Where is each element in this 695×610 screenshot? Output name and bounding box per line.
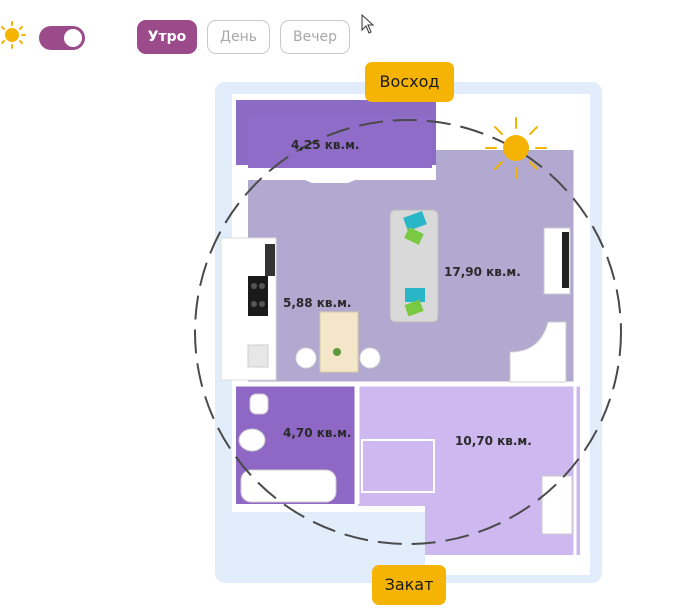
room-area-label: 4,25 кв.м. bbox=[291, 138, 360, 152]
sun-icon bbox=[1, 21, 26, 49]
room-area-label: 17,90 кв.м. bbox=[444, 265, 521, 279]
room-bedroom[interactable] bbox=[358, 386, 580, 555]
washbasin bbox=[249, 393, 269, 415]
sunrise-badge: Восход bbox=[365, 62, 454, 102]
room-loggia-inner bbox=[248, 116, 432, 168]
tab-day[interactable]: День bbox=[207, 20, 270, 54]
dining-table bbox=[319, 311, 359, 373]
toilet bbox=[238, 428, 266, 452]
sofa bbox=[389, 209, 439, 323]
chair bbox=[295, 347, 317, 369]
plant bbox=[333, 348, 341, 356]
sunset-badge: Закат bbox=[372, 565, 446, 605]
bedroom-closet bbox=[361, 439, 435, 493]
toolbar: Утро День Вечер bbox=[0, 18, 695, 56]
armchair bbox=[509, 321, 567, 383]
sun-path bbox=[194, 119, 622, 545]
tab-evening[interactable]: Вечер bbox=[280, 20, 350, 54]
bathtub bbox=[240, 469, 337, 503]
stove bbox=[248, 276, 268, 316]
tab-morning[interactable]: Утро bbox=[137, 20, 197, 54]
mouse-cursor-icon bbox=[361, 14, 375, 34]
room-area-label: 5,88 кв.м. bbox=[283, 296, 352, 310]
cushion bbox=[404, 299, 424, 317]
cushion bbox=[404, 227, 424, 245]
sun-mode-toggle[interactable] bbox=[39, 26, 85, 50]
tv bbox=[562, 232, 569, 288]
wardrobe bbox=[541, 475, 573, 535]
chair bbox=[359, 347, 381, 369]
sun-position-icon bbox=[485, 117, 547, 179]
toggle-knob bbox=[64, 29, 82, 47]
cushion bbox=[403, 211, 427, 231]
room-area-label: 10,70 кв.м. bbox=[455, 434, 532, 448]
cushion bbox=[405, 288, 425, 302]
sink bbox=[247, 344, 269, 368]
room-area-label: 4,70 кв.м. bbox=[283, 426, 352, 440]
fridge bbox=[265, 244, 275, 276]
